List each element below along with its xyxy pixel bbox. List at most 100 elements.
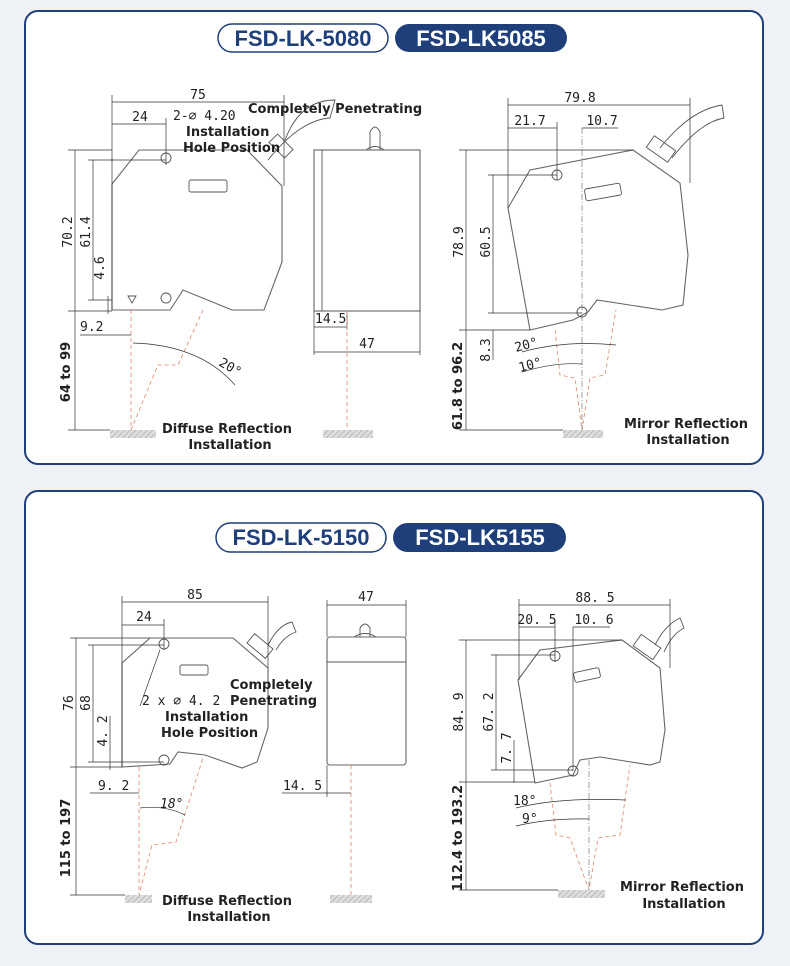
indicator-window [573,667,601,683]
dim-range: 115 to 197 [59,799,74,877]
connector-top-icon [353,623,377,638]
dim-width: 88. 5 [575,591,614,606]
side-body [326,636,407,766]
dim-width: 75 [190,88,206,103]
model-b-label: FSD-LK5155 [415,525,545,550]
model-pill-outline [215,522,387,553]
model-a-label: FSD-LK-5150 [233,525,370,550]
mirror-view-2: 88. 5 20. 5 10. 6 84. 9 67. 2 7. 7 112.4… [451,591,744,912]
dim-beam-x: 10.7 [586,114,617,129]
beam-angle-inner: 10° [517,355,544,376]
target-surface [125,895,152,903]
caption-mirror: Mirror Reflection [624,417,748,432]
dim-depth: 47 [358,590,374,605]
cable-icon [654,617,685,653]
dim-range: 112.4 to 193.2 [451,785,466,891]
dim-hole-x: 20. 5 [517,613,556,628]
beam-path [138,757,204,896]
dim-offset: 14.5 [315,312,346,327]
cable-icon [659,104,725,159]
emitter-mark [127,295,137,304]
target-surface [323,430,373,438]
caption-installation: Installation [188,438,271,453]
beam-angle: 18° [160,797,183,812]
dim-hole-x: 24 [132,110,148,125]
dim-width: 85 [187,588,203,603]
model-a-label: FSD-LK-5080 [235,26,372,51]
dim-hole-span: 67. 2 [482,692,497,731]
beam-path [549,764,631,892]
dim-height: 84. 9 [452,692,467,731]
mount-hole-bottom [158,754,170,766]
side-view-1: 14.5 47 [313,126,421,438]
dim-low: 8.3 [479,338,494,361]
caption-installation: Installation [187,910,270,925]
dim-height: 78.9 [452,226,467,257]
caption-diffuse: Diffuse Reflection [162,894,292,909]
dim-height: 70.2 [61,216,76,247]
beam-angle-inner: 9° [522,812,538,827]
caption-installation: Installation [642,897,725,912]
beam-path [554,309,617,431]
dim-height: 76 [62,695,77,711]
note-hole-position: Hole Position [161,726,258,741]
mirror-view-1: 79.8 21.7 10.7 78.9 60.5 8.3 61.8 to 96.… [451,91,748,448]
dim-beam-x: 10. 6 [574,613,613,628]
sensor-body-outline [517,639,666,784]
dim-hole-span: 68 [79,695,94,711]
dim-beam-x: 9. 2 [98,779,129,794]
angle-arc [132,342,236,386]
beam-angle-outer: 20° [513,335,540,356]
connector-icon [645,135,677,163]
beam-angle: 20° [216,355,244,380]
side-view-2: 47 14. 5 [282,590,407,903]
side-body [313,149,421,312]
cable-icon [267,99,336,161]
dim-beam-x: 9.2 [80,320,103,335]
connector-top-icon [365,126,385,151]
caption-installation: Installation [646,433,729,448]
caption-diffuse: Diffuse Reflection [162,422,292,437]
indicator-window [179,664,209,676]
model-pill-outline [217,23,389,53]
dim-low: 4. 2 [96,715,111,746]
note-completely: Completely [230,678,313,693]
target-surface [330,895,372,903]
model-pill-filled [395,24,567,52]
note-penetrating: Completely Penetrating [248,102,422,117]
dim-depth: 47 [359,337,375,352]
target-surface [110,430,156,438]
diffuse-front-view-1: 75 24 2-∅ 4.20 Completely Penetrating In… [59,88,422,453]
indicator-window [188,179,228,193]
connector-icon [268,133,294,159]
note-penetrating: Penetrating [230,694,317,709]
note-hole-position: Hole Position [183,141,280,156]
model-b-label: FSD-LK5085 [416,26,546,51]
dim-hole-span: 61.4 [79,216,94,247]
dim-offset: 14. 5 [283,779,322,794]
dim-hole-span: 60.5 [479,226,494,257]
note-installation: Installation [186,125,269,140]
cable-icon [267,621,297,651]
caption-mirror: Mirror Reflection [620,880,744,895]
dim-low: 7. 7 [500,732,515,763]
hole-spec: 2 x ∅ 4. 2 [142,694,220,709]
dim-hole-x: 21.7 [514,114,545,129]
dim-hole-x: 24 [136,610,152,625]
indicator-window [584,182,622,202]
dim-low: 4.6 [93,256,108,279]
beam-path [130,309,204,431]
dim-range: 61.8 to 96.2 [451,342,466,430]
beam-angle-outer: 18° [513,794,536,809]
note-installation: Installation [165,710,248,725]
sensor-body-outline [111,149,283,311]
sensor-body-outline [507,149,689,331]
dim-range: 64 to 99 [59,342,74,402]
hole-spec: 2-∅ 4.20 [173,109,236,124]
model-pills-1: FSD-LK-5080 FSD-LK5085 [217,23,567,53]
mirror-surface [563,430,603,438]
diffuse-front-view-2: 85 24 2 x ∅ 4. 2 Completely Penetrating … [59,588,317,925]
model-pills-2: FSD-LK-5150 FSD-LK5155 [215,522,566,553]
mirror-surface [558,890,605,898]
